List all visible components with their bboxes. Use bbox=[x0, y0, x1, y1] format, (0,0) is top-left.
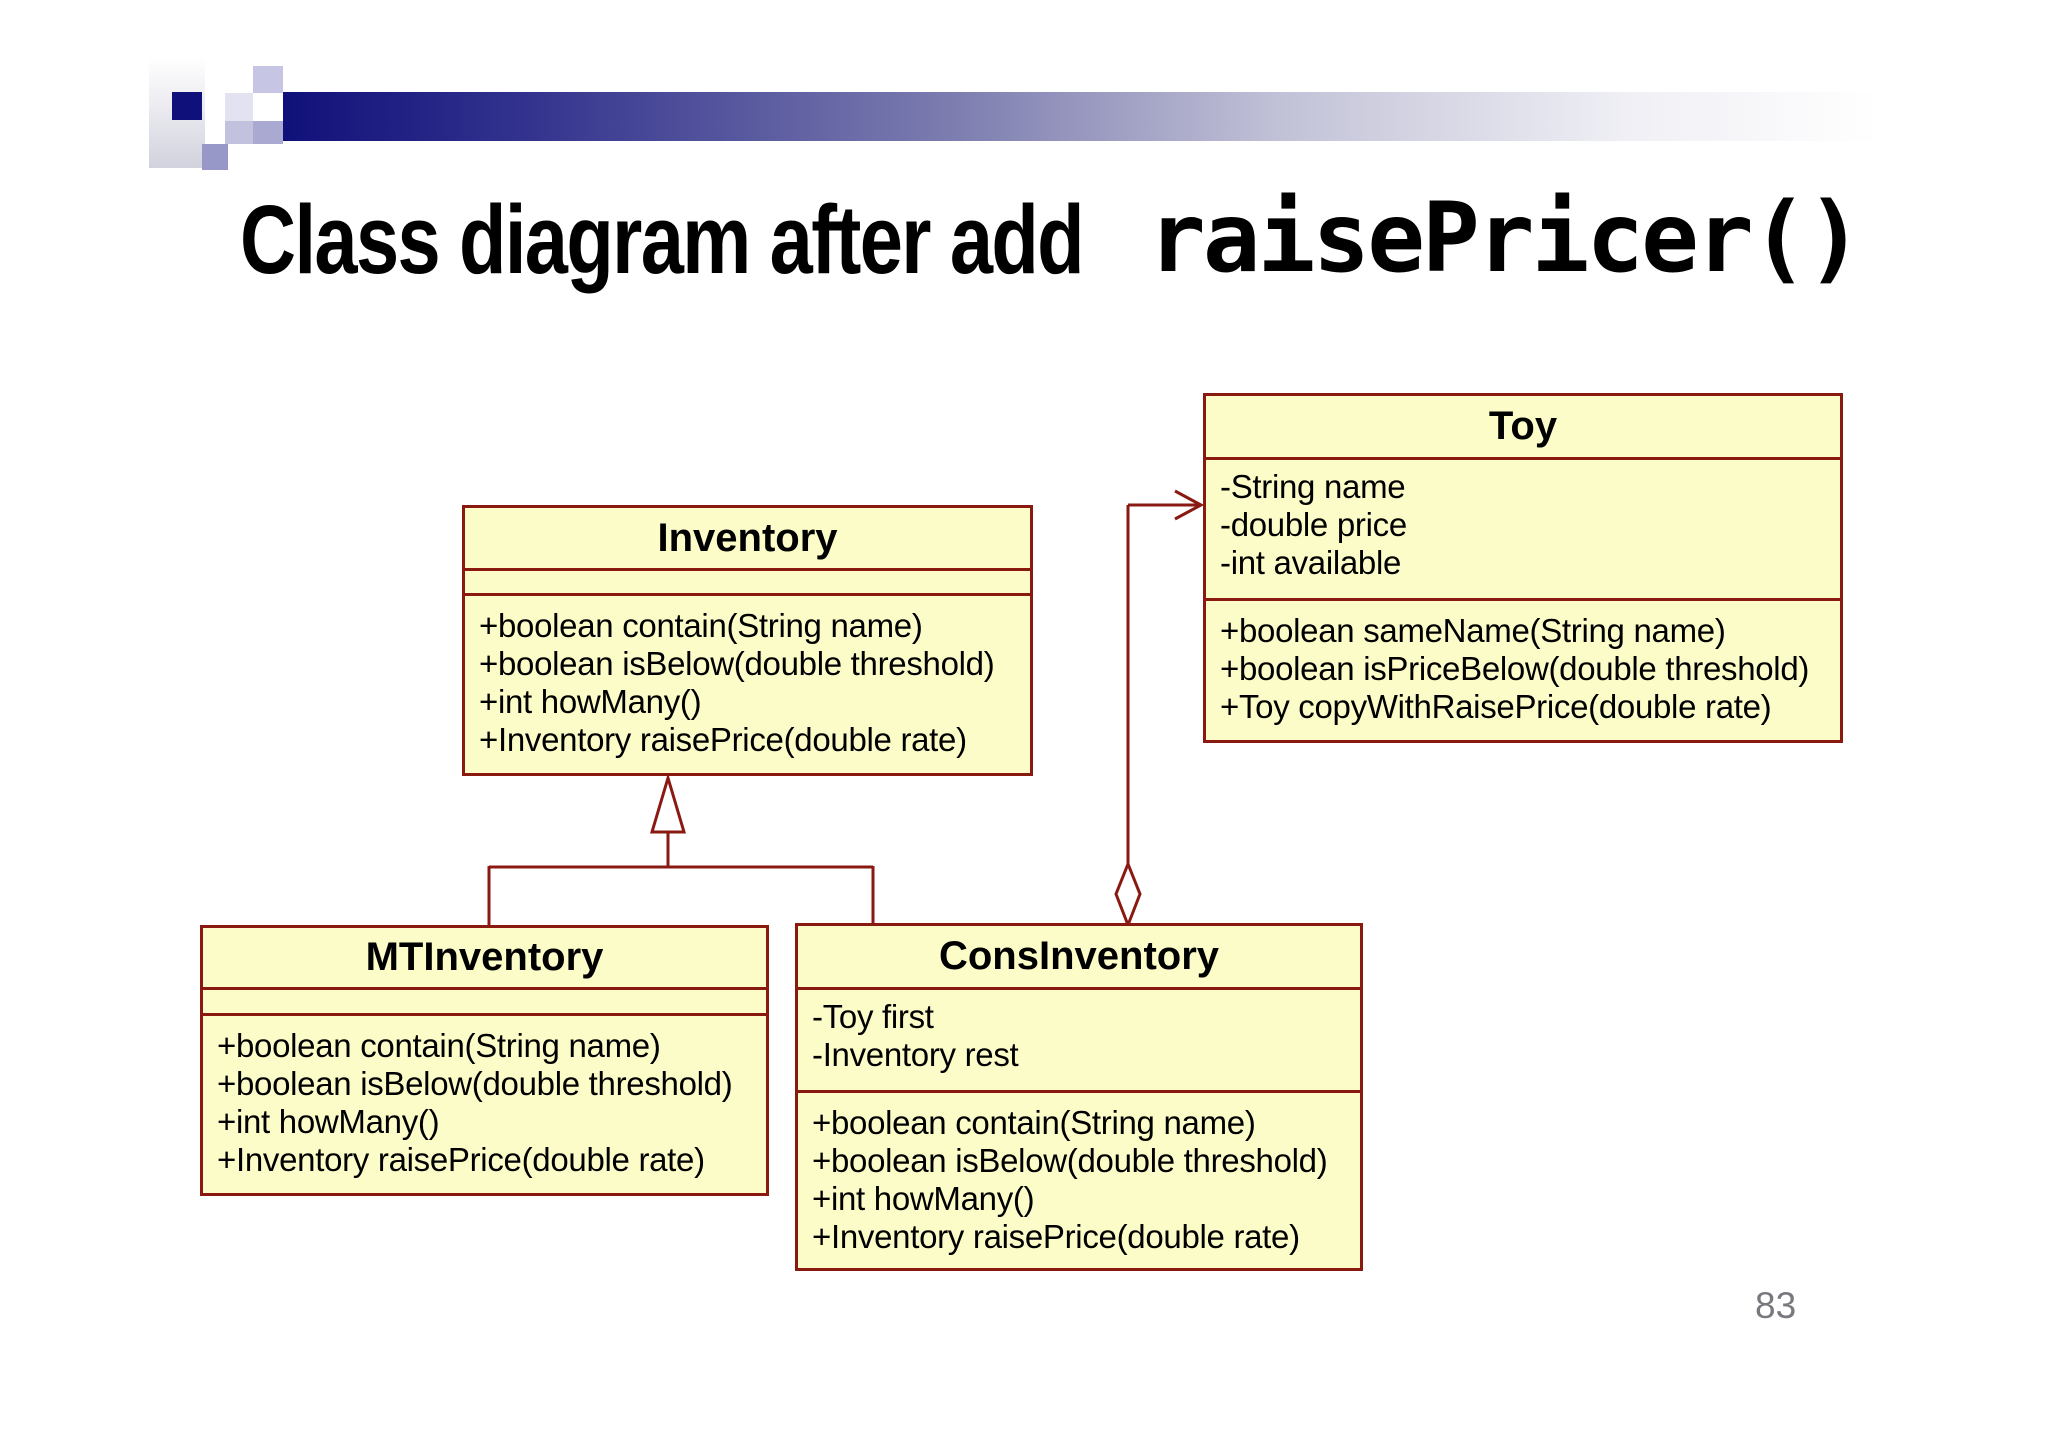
method: +int howMany() bbox=[479, 683, 702, 720]
method: +int howMany() bbox=[812, 1180, 1035, 1217]
attribute: -double price bbox=[1220, 506, 1407, 543]
banner-gradient-bar bbox=[283, 92, 1880, 141]
banner-square bbox=[225, 121, 253, 144]
methods-compartment: +boolean contain(String name) +boolean i… bbox=[203, 1013, 766, 1193]
attribute: -Inventory rest bbox=[812, 1036, 1019, 1073]
banner-square bbox=[253, 121, 283, 144]
class-name: ConsInventory bbox=[938, 934, 1220, 978]
aggregation-diamond-icon bbox=[1114, 859, 1142, 930]
class-box-mtinventory: MTInventory +boolean contain(String name… bbox=[200, 925, 769, 1196]
attribute: -String name bbox=[1220, 468, 1406, 505]
method: +Inventory raisePrice(double rate) bbox=[812, 1218, 1300, 1255]
class-name: MTInventory bbox=[365, 935, 604, 979]
banner-square bbox=[225, 93, 253, 121]
attributes-compartment-empty bbox=[465, 568, 1030, 593]
method: +boolean sameName(String name) bbox=[1220, 612, 1726, 649]
method: +Inventory raisePrice(double rate) bbox=[479, 721, 967, 758]
method: +boolean isBelow(double threshold) bbox=[217, 1065, 733, 1102]
method: +boolean contain(String name) bbox=[479, 607, 923, 644]
banner-square bbox=[202, 144, 228, 170]
method: +boolean isBelow(double threshold) bbox=[812, 1142, 1328, 1179]
class-box-toy: Toy -String name -double price -int avai… bbox=[1203, 393, 1843, 743]
banner-navy-square bbox=[172, 92, 202, 120]
class-box-consinventory: ConsInventory -Toy first -Inventory rest… bbox=[795, 923, 1363, 1271]
methods-compartment: +boolean contain(String name) +boolean i… bbox=[465, 593, 1030, 773]
attributes-compartment: -String name -double price -int availabl… bbox=[1206, 457, 1840, 598]
page-number: 83 bbox=[1755, 1285, 1797, 1326]
class-name: Toy bbox=[1488, 404, 1558, 448]
method: +Toy copyWithRaisePrice(double rate) bbox=[1220, 688, 1772, 725]
slide-title-text: Class diagram after add bbox=[240, 185, 1085, 294]
method: +boolean contain(String name) bbox=[812, 1104, 1256, 1141]
generalization-triangle-icon bbox=[649, 772, 687, 834]
attribute: -int available bbox=[1220, 544, 1402, 581]
method: +boolean contain(String name) bbox=[217, 1027, 661, 1064]
methods-compartment: +boolean contain(String name) +boolean i… bbox=[798, 1090, 1360, 1268]
slide-title-code: raisePricer() bbox=[1148, 182, 1863, 294]
attributes-compartment-empty bbox=[203, 987, 766, 1013]
attribute: -Toy first bbox=[812, 998, 934, 1035]
class-box-inventory: Inventory +boolean contain(String name) … bbox=[462, 505, 1033, 776]
banner-square bbox=[253, 66, 283, 93]
attributes-compartment: -Toy first -Inventory rest bbox=[798, 987, 1360, 1090]
method: +int howMany() bbox=[217, 1103, 440, 1140]
class-name: Inventory bbox=[657, 515, 838, 560]
method: +Inventory raisePrice(double rate) bbox=[217, 1141, 705, 1178]
open-arrowhead-icon bbox=[1174, 489, 1205, 521]
method: +boolean isBelow(double threshold) bbox=[479, 645, 995, 682]
methods-compartment: +boolean sameName(String name) +boolean … bbox=[1206, 598, 1840, 740]
method: +boolean isPriceBelow(double threshold) bbox=[1220, 650, 1810, 687]
